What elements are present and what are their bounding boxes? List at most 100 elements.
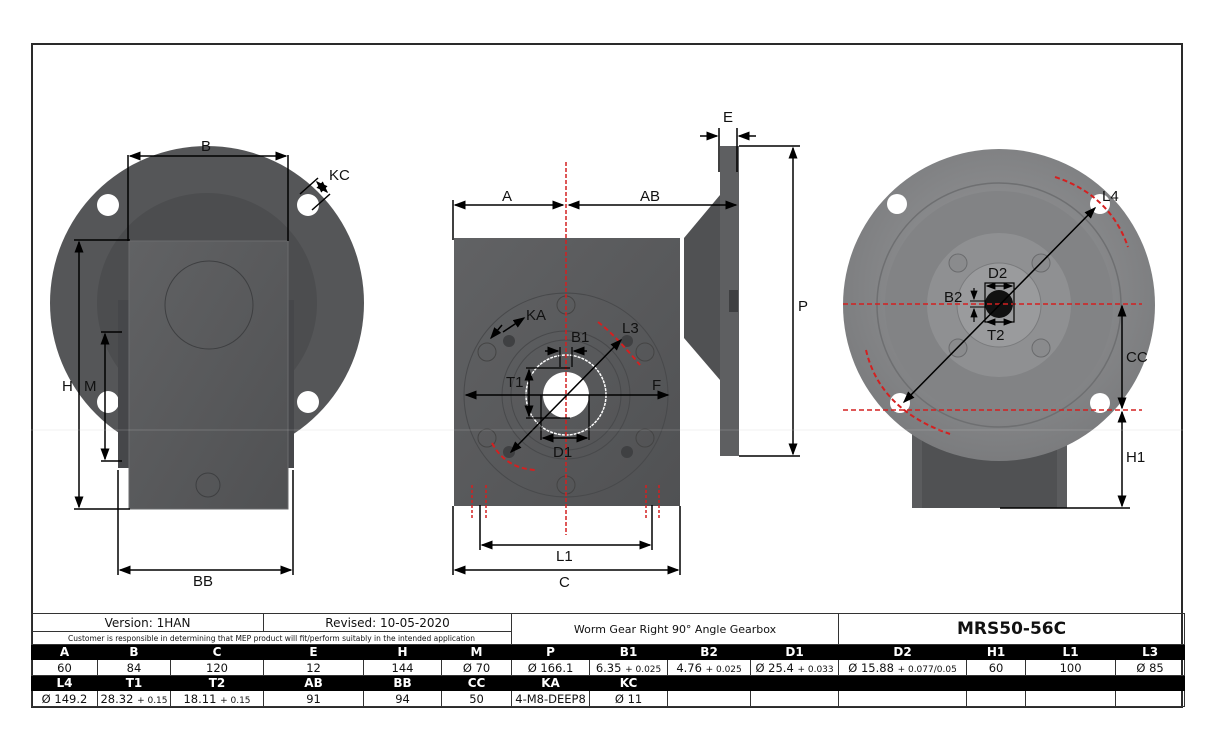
dim-label-b1: B1 [571, 329, 589, 346]
col-header: BB [363, 675, 443, 691]
col-header: C [169, 644, 265, 660]
col-header: M [441, 644, 513, 660]
table-cell: 84 [97, 659, 171, 676]
table-cell: 60 [966, 659, 1027, 676]
table-cell: Ø 70 [441, 659, 513, 676]
table-cell [838, 690, 968, 707]
col-header: L4 [31, 675, 98, 691]
title-row: Version: 1HAN Revised: 10-05-2020 Worm G… [30, 613, 1186, 645]
dim-label-b2: B2 [944, 289, 962, 306]
col-header: D2 [838, 644, 968, 660]
table-cell: Ø 166.1 [511, 659, 591, 676]
dim-label-h: H [62, 378, 73, 395]
bolt-hole [297, 194, 319, 216]
col-header: E [263, 644, 365, 660]
dim-label-kc: KC [329, 167, 350, 184]
table-cell: 120 [169, 659, 265, 676]
dim-label-ab: AB [640, 188, 660, 205]
dim-label-m: M [84, 378, 97, 395]
col-header [1025, 675, 1117, 691]
col-header: KA [511, 675, 591, 691]
col-header: L3 [1115, 644, 1186, 660]
dim-label-l3: L3 [622, 320, 639, 337]
col-header [838, 675, 968, 691]
table-cell [1115, 690, 1186, 707]
value-row-2: Ø 149.2 28.32 + 0.15 18.11 + 0.15 91 94 … [31, 690, 1186, 707]
dim-label-h1: H1 [1126, 449, 1145, 466]
dim-label-a: A [502, 188, 512, 205]
col-header: H [363, 644, 443, 660]
model-number: MRS50-56C [838, 613, 1186, 645]
table-cell: Ø 85 [1115, 659, 1186, 676]
table-cell: Ø 15.88 + 0.077/0.05 [838, 659, 968, 676]
col-header [750, 675, 840, 691]
drawing-border [31, 43, 1183, 708]
dim-label-e: E [723, 109, 733, 126]
dim-label-cc: CC [1126, 349, 1148, 366]
table-cell: Ø 11 [589, 690, 669, 707]
col-header: KC [589, 675, 669, 691]
table-cell [667, 690, 752, 707]
col-header: B1 [589, 644, 669, 660]
col-header: T2 [169, 675, 265, 691]
table-cell: 144 [363, 659, 443, 676]
table-cell: 100 [1025, 659, 1117, 676]
col-header: H1 [966, 644, 1027, 660]
table-cell [1025, 690, 1117, 707]
bolt-hole [97, 391, 119, 413]
col-header: P [511, 644, 591, 660]
version-label: Version: 1HAN [30, 613, 265, 632]
col-header: D1 [750, 644, 840, 660]
table-cell: 28.32 + 0.15 [97, 690, 171, 707]
dim-label-f: F [652, 377, 661, 394]
table-cell: 4-M8-DEEP8 [511, 690, 591, 707]
dim-label-d2: D2 [988, 265, 1007, 282]
spec-table: Version: 1HAN Revised: 10-05-2020 Worm G… [30, 613, 1186, 707]
col-header: L1 [1025, 644, 1117, 660]
table-cell: 50 [441, 690, 513, 707]
table-cell: 12 [263, 659, 365, 676]
col-header [667, 675, 752, 691]
center-view: A AB E P KA B1 L3 T1 F [452, 109, 808, 591]
col-header: AB [263, 675, 365, 691]
table-cell [966, 690, 1027, 707]
col-header: T1 [97, 675, 171, 691]
dim-label-c: C [559, 574, 570, 591]
table-cell: 18.11 + 0.15 [169, 690, 265, 707]
revised-label: Revised: 10-05-2020 [263, 613, 513, 632]
header-row-1: A B C E H M P B1 B2 D1 D2 H1 L1 L3 [31, 644, 1186, 660]
table-cell: 60 [31, 659, 98, 676]
dim-label-t2: T2 [987, 327, 1005, 344]
table-cell: Ø 149.2 [31, 690, 98, 707]
value-row-1: 60 84 120 12 144 Ø 70 Ø 166.1 6.35 + 0.0… [31, 659, 1186, 676]
col-header: A [31, 644, 98, 660]
bolt-hole [887, 194, 907, 214]
disclaimer-text: Customer is responsible in determining t… [30, 631, 513, 645]
header-row-2: L4 T1 T2 AB BB CC KA KC [31, 675, 1186, 691]
right-view: L4 D2 B2 T2 CC H1 [843, 149, 1155, 509]
table-cell [750, 690, 840, 707]
left-view: B KC H M BB [50, 138, 364, 590]
col-header: B2 [667, 644, 752, 660]
col-header: CC [441, 675, 513, 691]
dim-label-t1: T1 [506, 374, 524, 391]
col-header [1115, 675, 1186, 691]
technical-drawing: B KC H M BB [31, 109, 1183, 591]
table-cell: 4.76 + 0.025 [667, 659, 752, 676]
dim-label-l1: L1 [556, 548, 573, 565]
table-cell: Ø 25.4 + 0.033 [750, 659, 840, 676]
dim-label-p: P [798, 298, 808, 315]
bolt-hole [297, 391, 319, 413]
dim-label-bb: BB [193, 573, 213, 590]
table-cell: 6.35 + 0.025 [589, 659, 669, 676]
dim-label-d1: D1 [553, 444, 572, 461]
bolt-hole [97, 194, 119, 216]
table-cell: 91 [263, 690, 365, 707]
dim-label-ka: KA [526, 307, 546, 324]
product-description: Worm Gear Right 90° Angle Gearbox [511, 613, 840, 645]
col-header: B [97, 644, 171, 660]
col-header [966, 675, 1027, 691]
dim-label-l4: L4 [1102, 188, 1119, 205]
table-cell: 94 [363, 690, 443, 707]
dim-label-b: B [201, 138, 211, 155]
